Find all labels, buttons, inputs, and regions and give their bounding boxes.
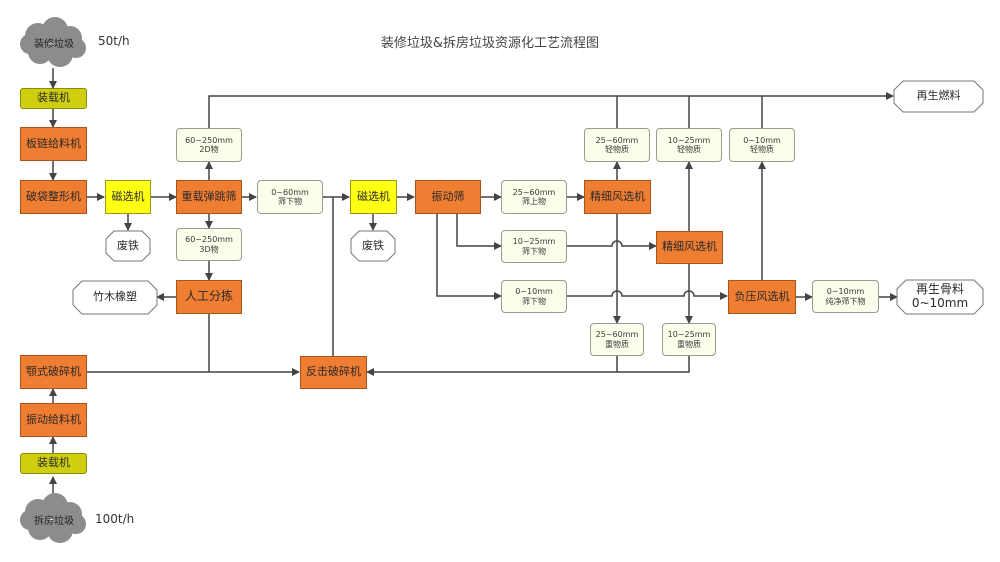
octagon-scrap-iron-1: [105, 230, 151, 262]
name-label: 轻物质: [750, 145, 774, 154]
diagram-title: 装修垃圾&拆房垃圾资源化工艺流程图: [380, 36, 600, 51]
jaw-crusher[interactable]: 颚式破碎机: [20, 355, 87, 389]
light-25-60: 25~60mm 轻物质: [584, 128, 650, 162]
arrow-2d-to-fuel: [208, 92, 894, 128]
manual-sorting[interactable]: 人工分拣: [176, 280, 242, 314]
material-0-10-under: 0~10mm 筛下物: [501, 280, 567, 313]
fine-air-separator-1[interactable]: 精细风选机: [584, 180, 651, 214]
recycled-aggregate: 再生骨料 0~10mm: [897, 280, 983, 314]
size-label: 10~25mm: [512, 237, 556, 247]
light-0-10: 0~10mm 轻物质: [729, 128, 795, 162]
material-2d: 60~250mm 2D物: [176, 128, 242, 162]
heavy-25-60: 25~60mm 重物质: [590, 323, 644, 356]
material-2d-name: 2D物: [199, 145, 219, 154]
size-label: 10~25mm: [667, 330, 711, 340]
name-label: 重物质: [677, 339, 701, 349]
vibrating-feeder[interactable]: 振动给料机: [20, 403, 87, 437]
cloud-demolition-icon: [20, 493, 86, 543]
name-label: 纯净筛下物: [825, 296, 866, 306]
magnetic-separator-1[interactable]: 磁选机: [105, 180, 151, 214]
octagon-aggregate: [896, 279, 984, 315]
size-label: 0~10mm: [743, 135, 781, 145]
name-label: 轻物质: [605, 145, 629, 154]
size-label: 25~60mm: [595, 135, 639, 145]
chain-feeder[interactable]: 板链给料机: [20, 127, 87, 161]
fine-air-separator-2[interactable]: 精细风选机: [656, 231, 723, 264]
size-label: 25~60mm: [595, 330, 639, 340]
recycled-fuel: 再生燃料: [916, 89, 961, 103]
material-0-60: 0~60mm 筛下物: [257, 180, 323, 214]
arrow-0-10-to-negsep: [567, 290, 728, 300]
source-renovation: 装修垃圾: [34, 38, 74, 50]
scrap-iron-2: 废铁: [362, 238, 384, 252]
octagon-fuel: [893, 80, 984, 113]
rate-demolition: 100t/h: [95, 512, 135, 526]
vibrating-screen[interactable]: 振动筛: [415, 180, 481, 214]
loader-top[interactable]: 装载机: [20, 88, 87, 109]
material-25-60-over: 25~60mm 筛上物: [501, 180, 567, 214]
magnetic-separator-2[interactable]: 磁选机: [350, 180, 397, 214]
negative-pressure-air-separator[interactable]: 负压风选机: [728, 280, 796, 314]
arrow-vib-to-0-10: [436, 214, 502, 300]
size-label: 25~60mm: [512, 187, 556, 197]
name-label: 筛下物: [522, 296, 546, 306]
name-label: 筛下物: [522, 246, 546, 256]
clean-0-10: 0~10mm 纯净筛下物: [812, 280, 879, 313]
material-3d-size: 60~250mm: [185, 235, 233, 245]
name-label: 筛上物: [522, 197, 546, 206]
arrow-10-25-to-airsep2: [567, 240, 657, 250]
name-label: 轻物质: [677, 145, 701, 154]
material-3d: 60~250mm 3D物: [176, 228, 242, 261]
loader-bottom[interactable]: 装载机: [20, 453, 87, 474]
bag-breaker[interactable]: 破袋整形机: [20, 180, 87, 214]
heavy-bounce-screen[interactable]: 重载弹跳筛: [176, 180, 242, 214]
source-demolition: 拆房垃圾: [34, 515, 74, 527]
size-label: 0~10mm: [826, 287, 865, 297]
material-0-60-name: 筛下物: [278, 197, 302, 206]
bamboo-wood-rubber-plastic: 竹木橡塑: [93, 290, 137, 304]
scrap-iron-1: 废铁: [117, 238, 139, 252]
material-0-60-size: 0~60mm: [271, 187, 309, 197]
size-label: 0~10mm: [515, 287, 553, 297]
rate-renovation: 50t/h: [98, 34, 130, 48]
name-label: 重物质: [605, 339, 629, 349]
cloud-renovation-icon: [20, 17, 86, 67]
aggregate-size: 0~10mm: [911, 296, 969, 310]
light-10-25: 10~25mm 轻物质: [656, 128, 722, 162]
heavy-10-25: 10~25mm 重物质: [662, 323, 716, 356]
material-3d-name: 3D物: [199, 244, 219, 254]
octagon-scrap-iron-2: [350, 230, 396, 262]
material-2d-size: 60~250mm: [185, 135, 233, 145]
aggregate-label: 再生骨料: [915, 282, 964, 297]
material-10-25-under: 10~25mm 筛下物: [501, 230, 567, 263]
arrow-vib-to-10-25: [456, 214, 502, 250]
octagon-bamboo: [72, 280, 158, 315]
impact-crusher[interactable]: 反击破碎机: [300, 356, 367, 389]
size-label: 10~25mm: [667, 135, 711, 145]
